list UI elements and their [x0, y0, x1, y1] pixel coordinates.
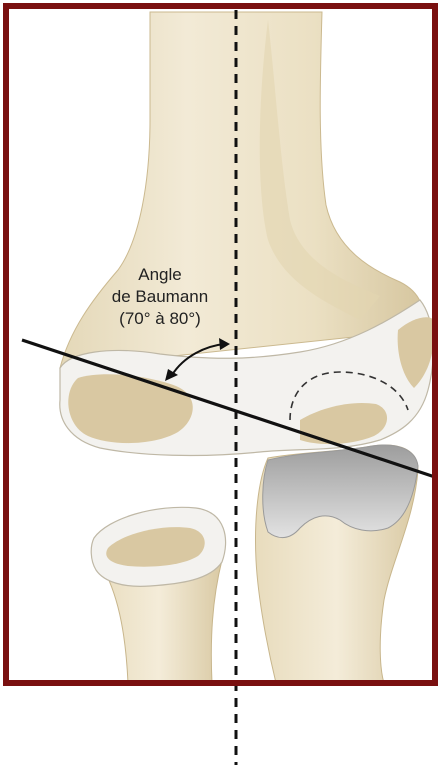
annotation-line-3: (70° à 80°)	[119, 309, 201, 328]
annotation-line-2: de Baumann	[112, 287, 208, 306]
annotation-line-1: Angle	[138, 265, 181, 284]
